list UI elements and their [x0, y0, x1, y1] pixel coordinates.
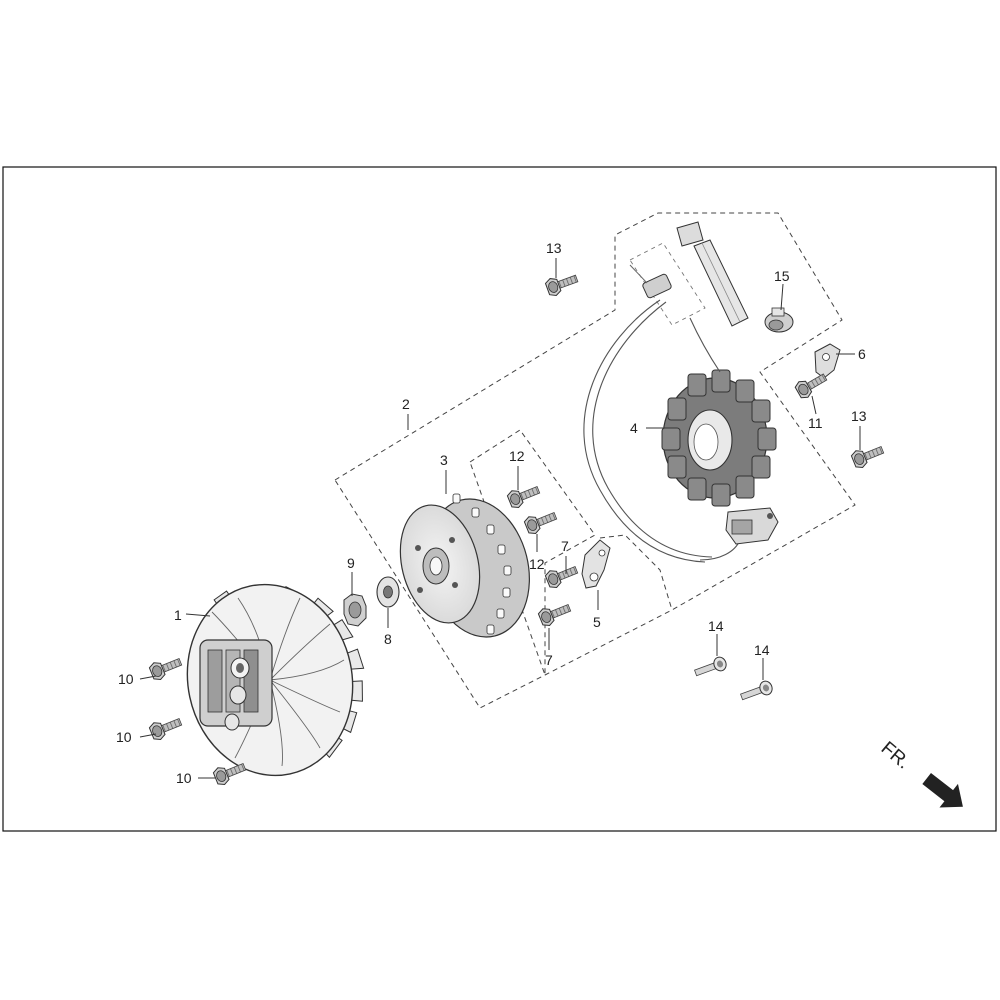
cap-screw-14-right: [738, 678, 775, 704]
harness-grommet: [629, 264, 672, 299]
callout-4: 4: [630, 420, 638, 436]
washer: [376, 576, 400, 608]
callout-6: 6: [858, 346, 866, 362]
pulse-sensor: [725, 507, 779, 545]
callout-11: 11: [808, 415, 823, 431]
callout-10-upper: 10: [118, 671, 134, 687]
callout-14-left: 14: [708, 618, 724, 634]
callout-2: 2: [402, 396, 410, 412]
rubber-grommet: [764, 307, 794, 333]
callout-14-right: 14: [754, 642, 770, 658]
stator: [661, 369, 777, 507]
flywheel-rotor: [399, 493, 530, 638]
harness-sub-outline: [599, 534, 673, 611]
callout-15: 15: [774, 268, 790, 284]
callout-13-right: 13: [851, 408, 867, 424]
rotor-slots: [452, 493, 512, 635]
cooling-fan: [186, 583, 365, 777]
fan-hub: [199, 639, 273, 731]
bolt-13-right: [849, 440, 887, 471]
wire-clamp: [581, 539, 611, 589]
sensor-sub-outline: [629, 242, 706, 326]
leader-lines: [139, 258, 861, 779]
callout-10-middle: 10: [116, 729, 132, 745]
flywheel-nut: [343, 593, 367, 627]
callout-8: 8: [384, 631, 392, 647]
callout-1: 1: [174, 607, 182, 623]
bolt-7-lower: [536, 598, 574, 629]
callout-10-lower: 10: [176, 770, 192, 786]
bolt-10-upper: [147, 652, 185, 683]
bolt-12-lower: [522, 506, 560, 537]
harness-connector: [676, 221, 749, 327]
cap-screw-14-left: [692, 654, 729, 680]
front-direction-label: FR.: [877, 738, 914, 774]
bolt-13-top: [543, 269, 581, 299]
callout-12-upper: 12: [509, 448, 525, 464]
cable-clip: [814, 343, 841, 379]
callout-7-lower: 7: [545, 652, 553, 668]
assembly-2-outline: [334, 212, 856, 709]
bolt-7-upper: [543, 560, 581, 591]
wiring-harness: [583, 299, 741, 563]
diagram-frame: [2, 166, 997, 832]
hardware-group-outline: [469, 429, 596, 676]
bolt-12-upper: [505, 480, 543, 511]
front-arrow-icon: [922, 772, 963, 808]
callout-5: 5: [593, 614, 601, 630]
callout-13-top: 13: [546, 240, 562, 256]
callout-3: 3: [440, 452, 448, 468]
bolt-10-middle: [147, 712, 185, 743]
callout-12-lower: 12: [529, 556, 545, 572]
callout-9: 9: [347, 555, 355, 571]
callout-7-upper: 7: [561, 538, 569, 554]
